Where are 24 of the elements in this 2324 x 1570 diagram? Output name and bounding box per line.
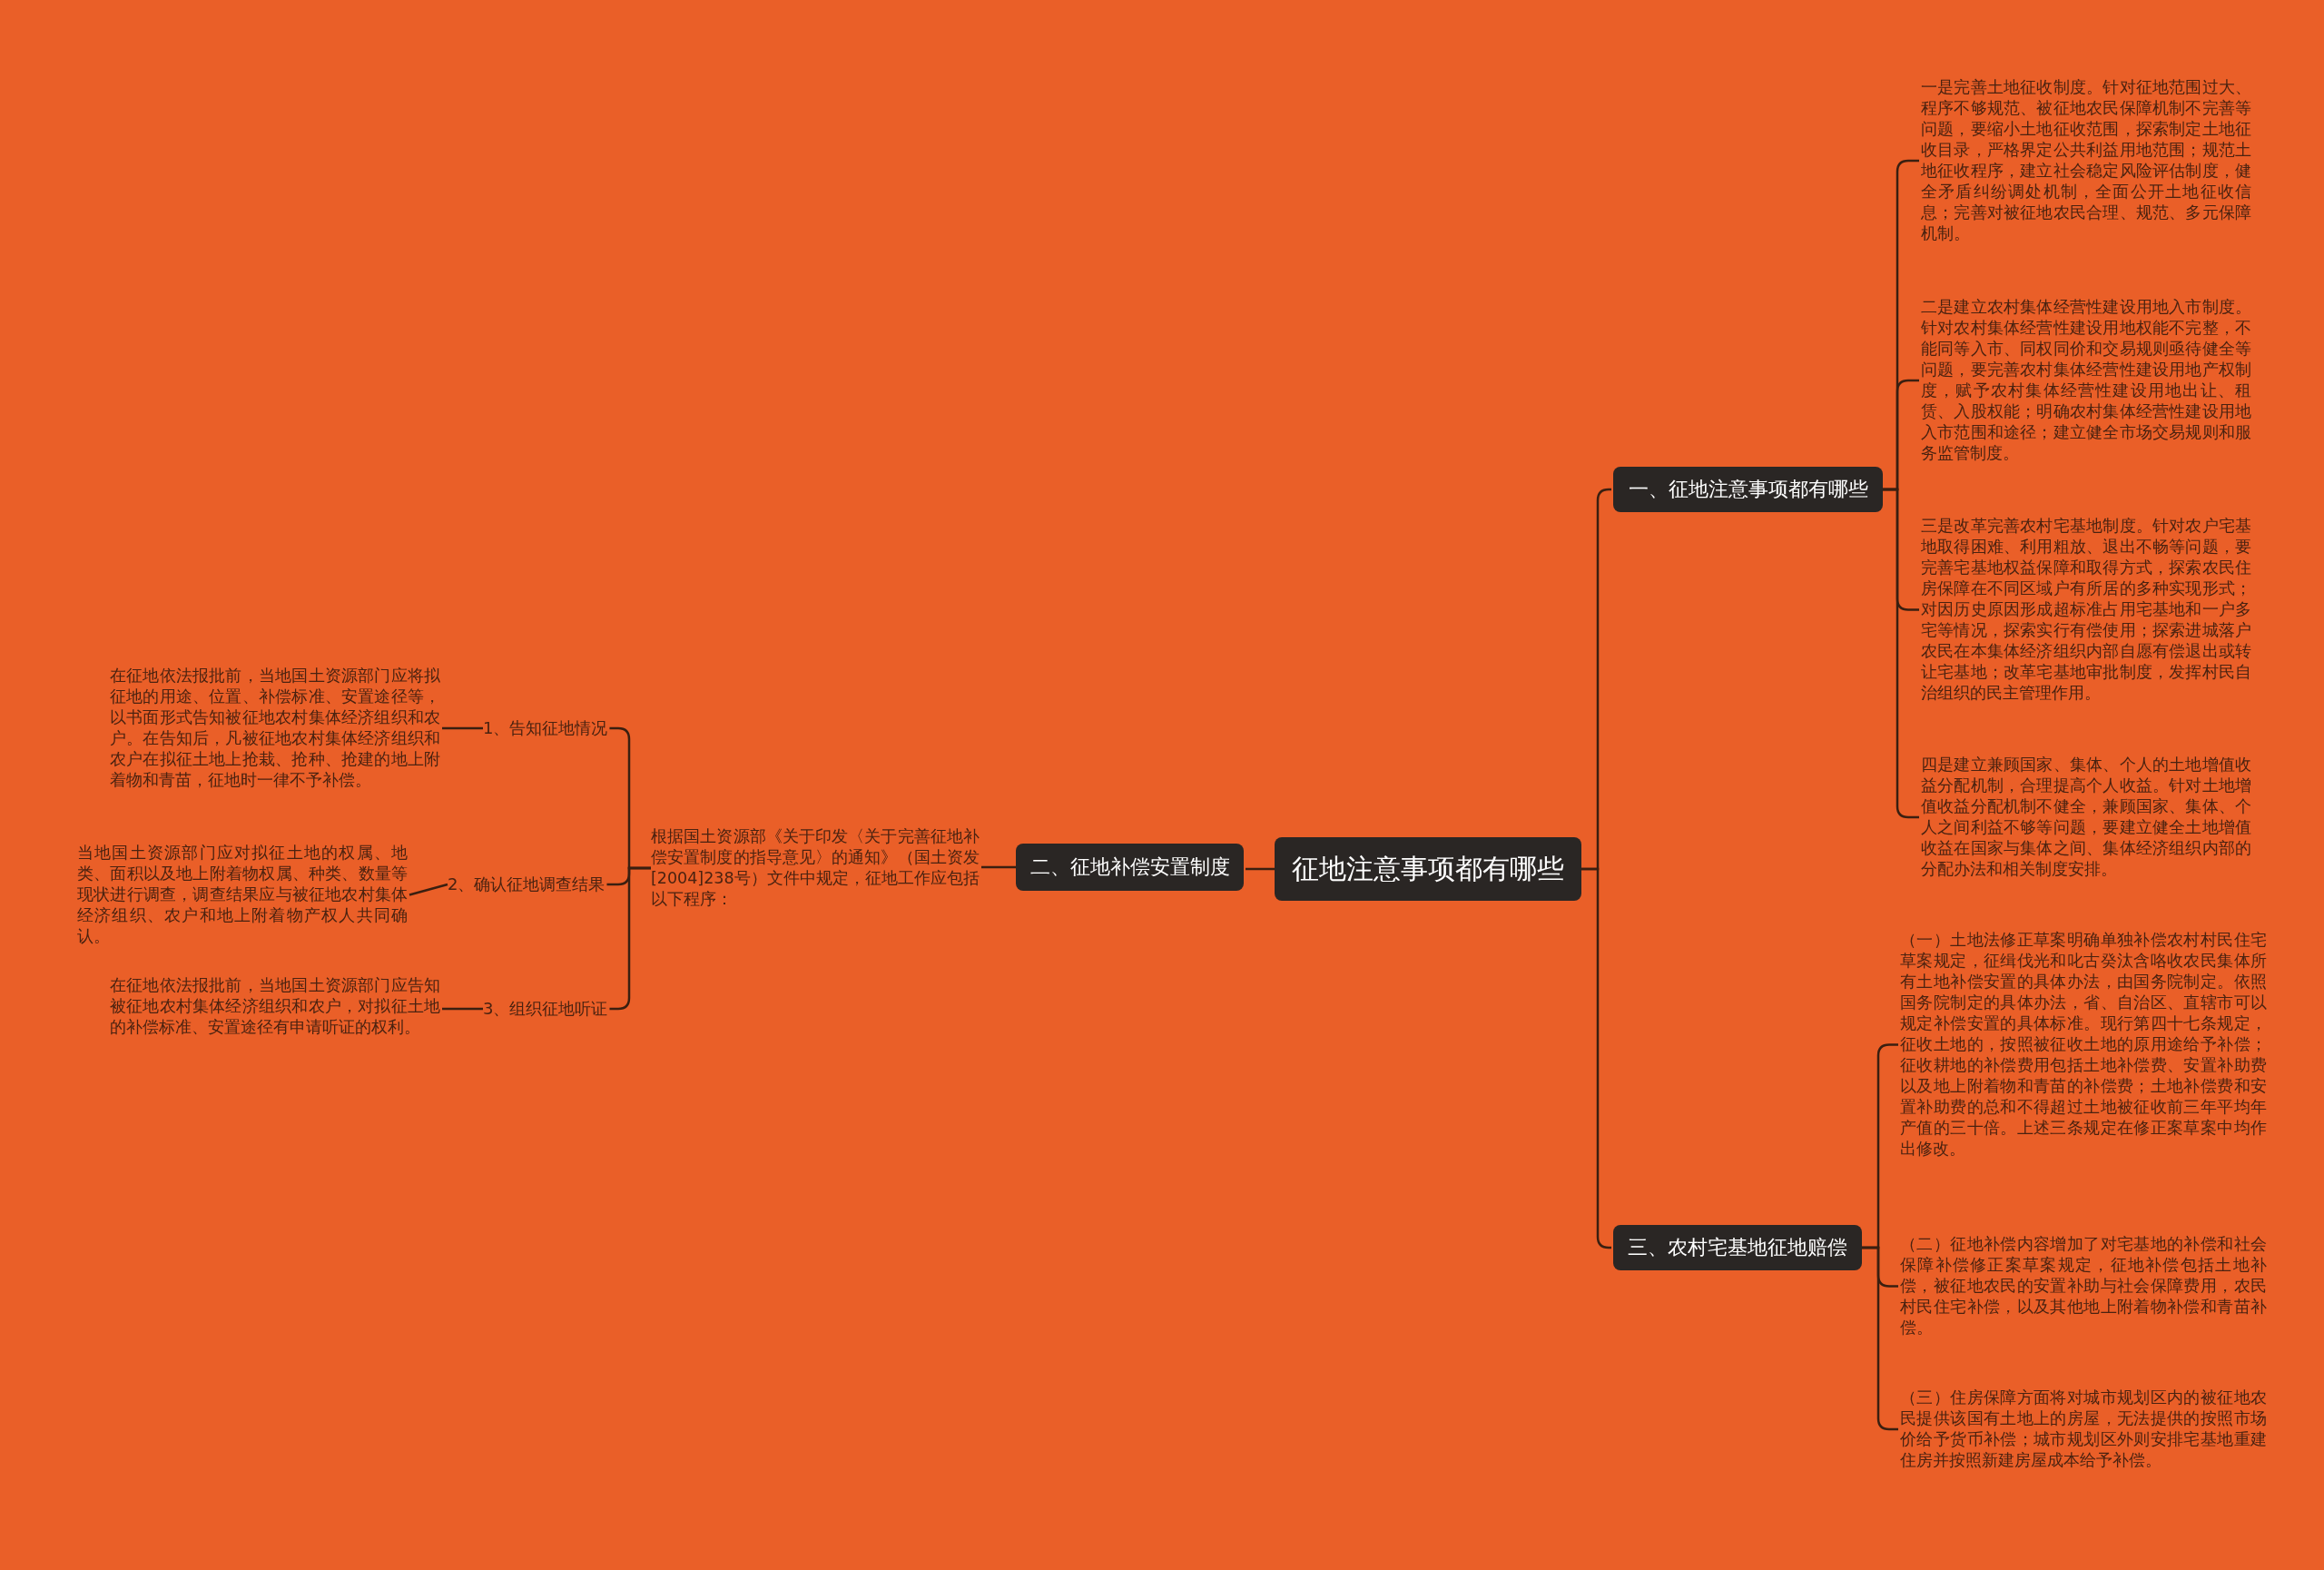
step-label: 2、确认征地调查结果 bbox=[448, 874, 606, 895]
topic-box: 一、征地注意事项都有哪些 bbox=[1613, 467, 1883, 512]
note-text: （二）征地补偿内容增加了对宅基地的补偿和社会保障补偿修正案草案规定，征地补偿包括土地补偿，被征地农民的安置补助与社会保障费用，农民村民住宅补偿，以及其他地上附着物补偿和青苗补偿。 bbox=[1900, 1234, 2267, 1338]
step-label: 1、告知征地情况 bbox=[483, 717, 608, 739]
topic-box: 三、农村宅基地征地赔偿 bbox=[1613, 1225, 1862, 1270]
connector-line bbox=[981, 865, 1016, 869]
topic-box: 二、征地补偿安置制度 bbox=[1016, 844, 1244, 891]
note-text: 三是改革完善农村宅基地制度。针对农户宅基地取得困难、利用粗放、退出不畅等问题，要完善宅基地权益保障和取得方式，探索农民住房保障在不同区域户有所居的多种实现形式；对因历史原因形成超标准占用宅基地和一户多宅等情况，探索实行有偿使用；探索进城落户农民在本集体经济组织内部自愿有偿退出或转让宅基地；改革宅基地审批制度，发挥村民自治组织的民主管理作用。 bbox=[1921, 516, 2251, 704]
connector-line bbox=[1581, 867, 1611, 1249]
note-text: 四是建立兼顾国家、集体、个人的土地增值收益分配机制，合理提高个人收益。针对土地增值收益分配机制不健全，兼顾国家、集体、个人之间利益不够等问题，要建立健全土地增值收益在国家与集体之间、集体经济组织内部的分配办法和相关制度安排。 bbox=[1921, 755, 2251, 880]
connector-line bbox=[1246, 867, 1275, 871]
note-text: （三）住房保障方面将对城市规划区内的被征地农民提供该国有土地上的房屋，无法提供的按照市场价给予货币补偿；城市规划区外则安排宅基地重建住房并按照新建房屋成本给予补偿。 bbox=[1900, 1387, 2267, 1471]
note-text: 根据国土资源部《关于印发〈关于完善征地补偿安置制度的指导意见〉的通知》（国土资发[2004]238号）文件中规定，征地工作应包括以下程序： bbox=[651, 826, 980, 910]
note-text: 当地国土资源部门应对拟征土地的权属、地类、面积以及地上附着物权属、种类、数量等现状进行调查，调查结果应与被征地农村集体经济组织、农户和地上附着物产权人共同确认。 bbox=[77, 843, 408, 947]
connector-line bbox=[442, 1007, 483, 1011]
connector-line bbox=[442, 726, 483, 730]
note-text: （一）土地法修正草案明确单独补偿农村村民住宅草案规定，征缉伐光和叱古癸汰含咯收农民集体所有土地补偿安置的具体办法，由国务院制定。依照国务院制定的具体办法，省、自治区、直辖市可以规定补偿安置的具体标准。现行第四十七条规定，征收土地的，按照被征收土地的原用途给予补偿；征收耕地的补偿费用包括土地补偿费、安置补助费以及地上附着物和青苗的补偿费；土地补偿费和安置补助费的总和不得超过土地被征收前三年平均年产值的三十倍。上述三条规定在修正案草案中均作出修改。 bbox=[1900, 930, 2267, 1160]
connector-line bbox=[409, 883, 448, 896]
note-text: 在征地依法报批前，当地国土资源部门应将拟征地的用途、位置、补偿标准、安置途径等，以书面形式告知被征地农村集体经济组织和农户。在告知后，凡被征地农村集体经济组织和农户在拟征土地上抢栽、抢种、抢建的地上附着物和青苗，征地时一律不予补偿。 bbox=[110, 666, 440, 791]
note-text: 在征地依法报批前，当地国土资源部门应告知被征地农村集体经济组织和农户，对拟征土地的补偿标准、安置途径有申请听证的权利。 bbox=[110, 975, 440, 1038]
step-label: 3、组织征地听证 bbox=[483, 998, 608, 1020]
note-text: 二是建立农村集体经营性建设用地入市制度。针对农村集体经营性建设用地权能不完整，不能同等入市、同权同价和交易规则亟待健全等问题，要完善农村集体经营性建设用地产权制度，赋予农村集体经营性建设用地出让、租赁、入股权能；明确农村集体经营性建设用地入市范围和途径；建立健全市场交易规则和服务监管制度。 bbox=[1921, 297, 2251, 464]
central-topic-box: 征地注意事项都有哪些 bbox=[1275, 837, 1581, 901]
note-text: 一是完善土地征收制度。针对征地范围过大、程序不够规范、被征地农民保障机制不完善等问题，要缩小土地征收范围，探索制定土地征收目录，严格界定公共利益用地范围；规范土地征收程序，建立社会稳定风险评估制度，健全矛盾纠纷调处机制，全面公开土地征收信息；完善对被征地农民合理、规范、多元保障机制。 bbox=[1921, 77, 2251, 244]
